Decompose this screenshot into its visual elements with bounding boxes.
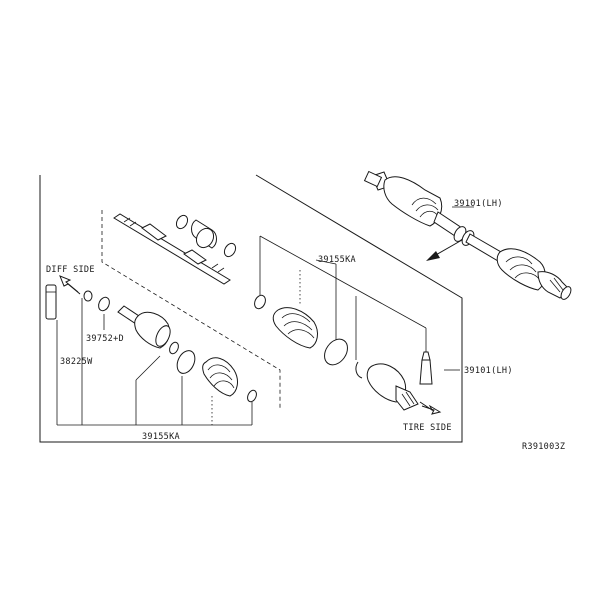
boot-band-large xyxy=(324,338,348,366)
circlip-ring xyxy=(83,290,93,302)
shaft-dashed-outline xyxy=(101,210,281,410)
outer-joint xyxy=(366,363,419,411)
boot-band-end xyxy=(247,389,257,403)
assembly-frame xyxy=(39,174,463,443)
inner-joint-housing xyxy=(117,305,171,349)
inner-boot xyxy=(202,357,238,397)
leader-39155ka-top xyxy=(259,235,427,360)
tire-side-arrow xyxy=(419,401,442,415)
label-39101-top: 39101(LH) xyxy=(454,199,503,209)
label-diff-side: DIFF SIDE xyxy=(46,265,95,275)
snap-ring xyxy=(169,341,179,355)
label-figure-code: R391003Z xyxy=(522,442,565,452)
diff-side-arrow xyxy=(59,275,81,295)
label-tire-side: TIRE SIDE xyxy=(403,423,452,433)
label-39155ka-top: 39155KA xyxy=(318,255,356,265)
boot-band-inner xyxy=(176,350,196,374)
boot-band-outer xyxy=(254,294,266,310)
complete-drive-shaft xyxy=(363,170,572,300)
label-39101-side: 39101(LH) xyxy=(464,366,513,376)
circular-clip xyxy=(355,361,363,379)
label-39752d: 39752+D xyxy=(86,334,124,344)
boot-band-small xyxy=(45,284,57,320)
dynamic-damper xyxy=(175,214,237,258)
snap-ring-39752 xyxy=(98,296,110,312)
label-39155ka-bottom: 39155KA xyxy=(142,432,180,442)
grease-tube xyxy=(419,351,433,385)
label-38225w: 38225W xyxy=(60,357,93,367)
outer-boot xyxy=(272,307,318,349)
bar-shaft xyxy=(113,213,231,285)
assembly-arrow xyxy=(426,239,463,261)
leader-39155ka-bottom xyxy=(56,298,253,426)
